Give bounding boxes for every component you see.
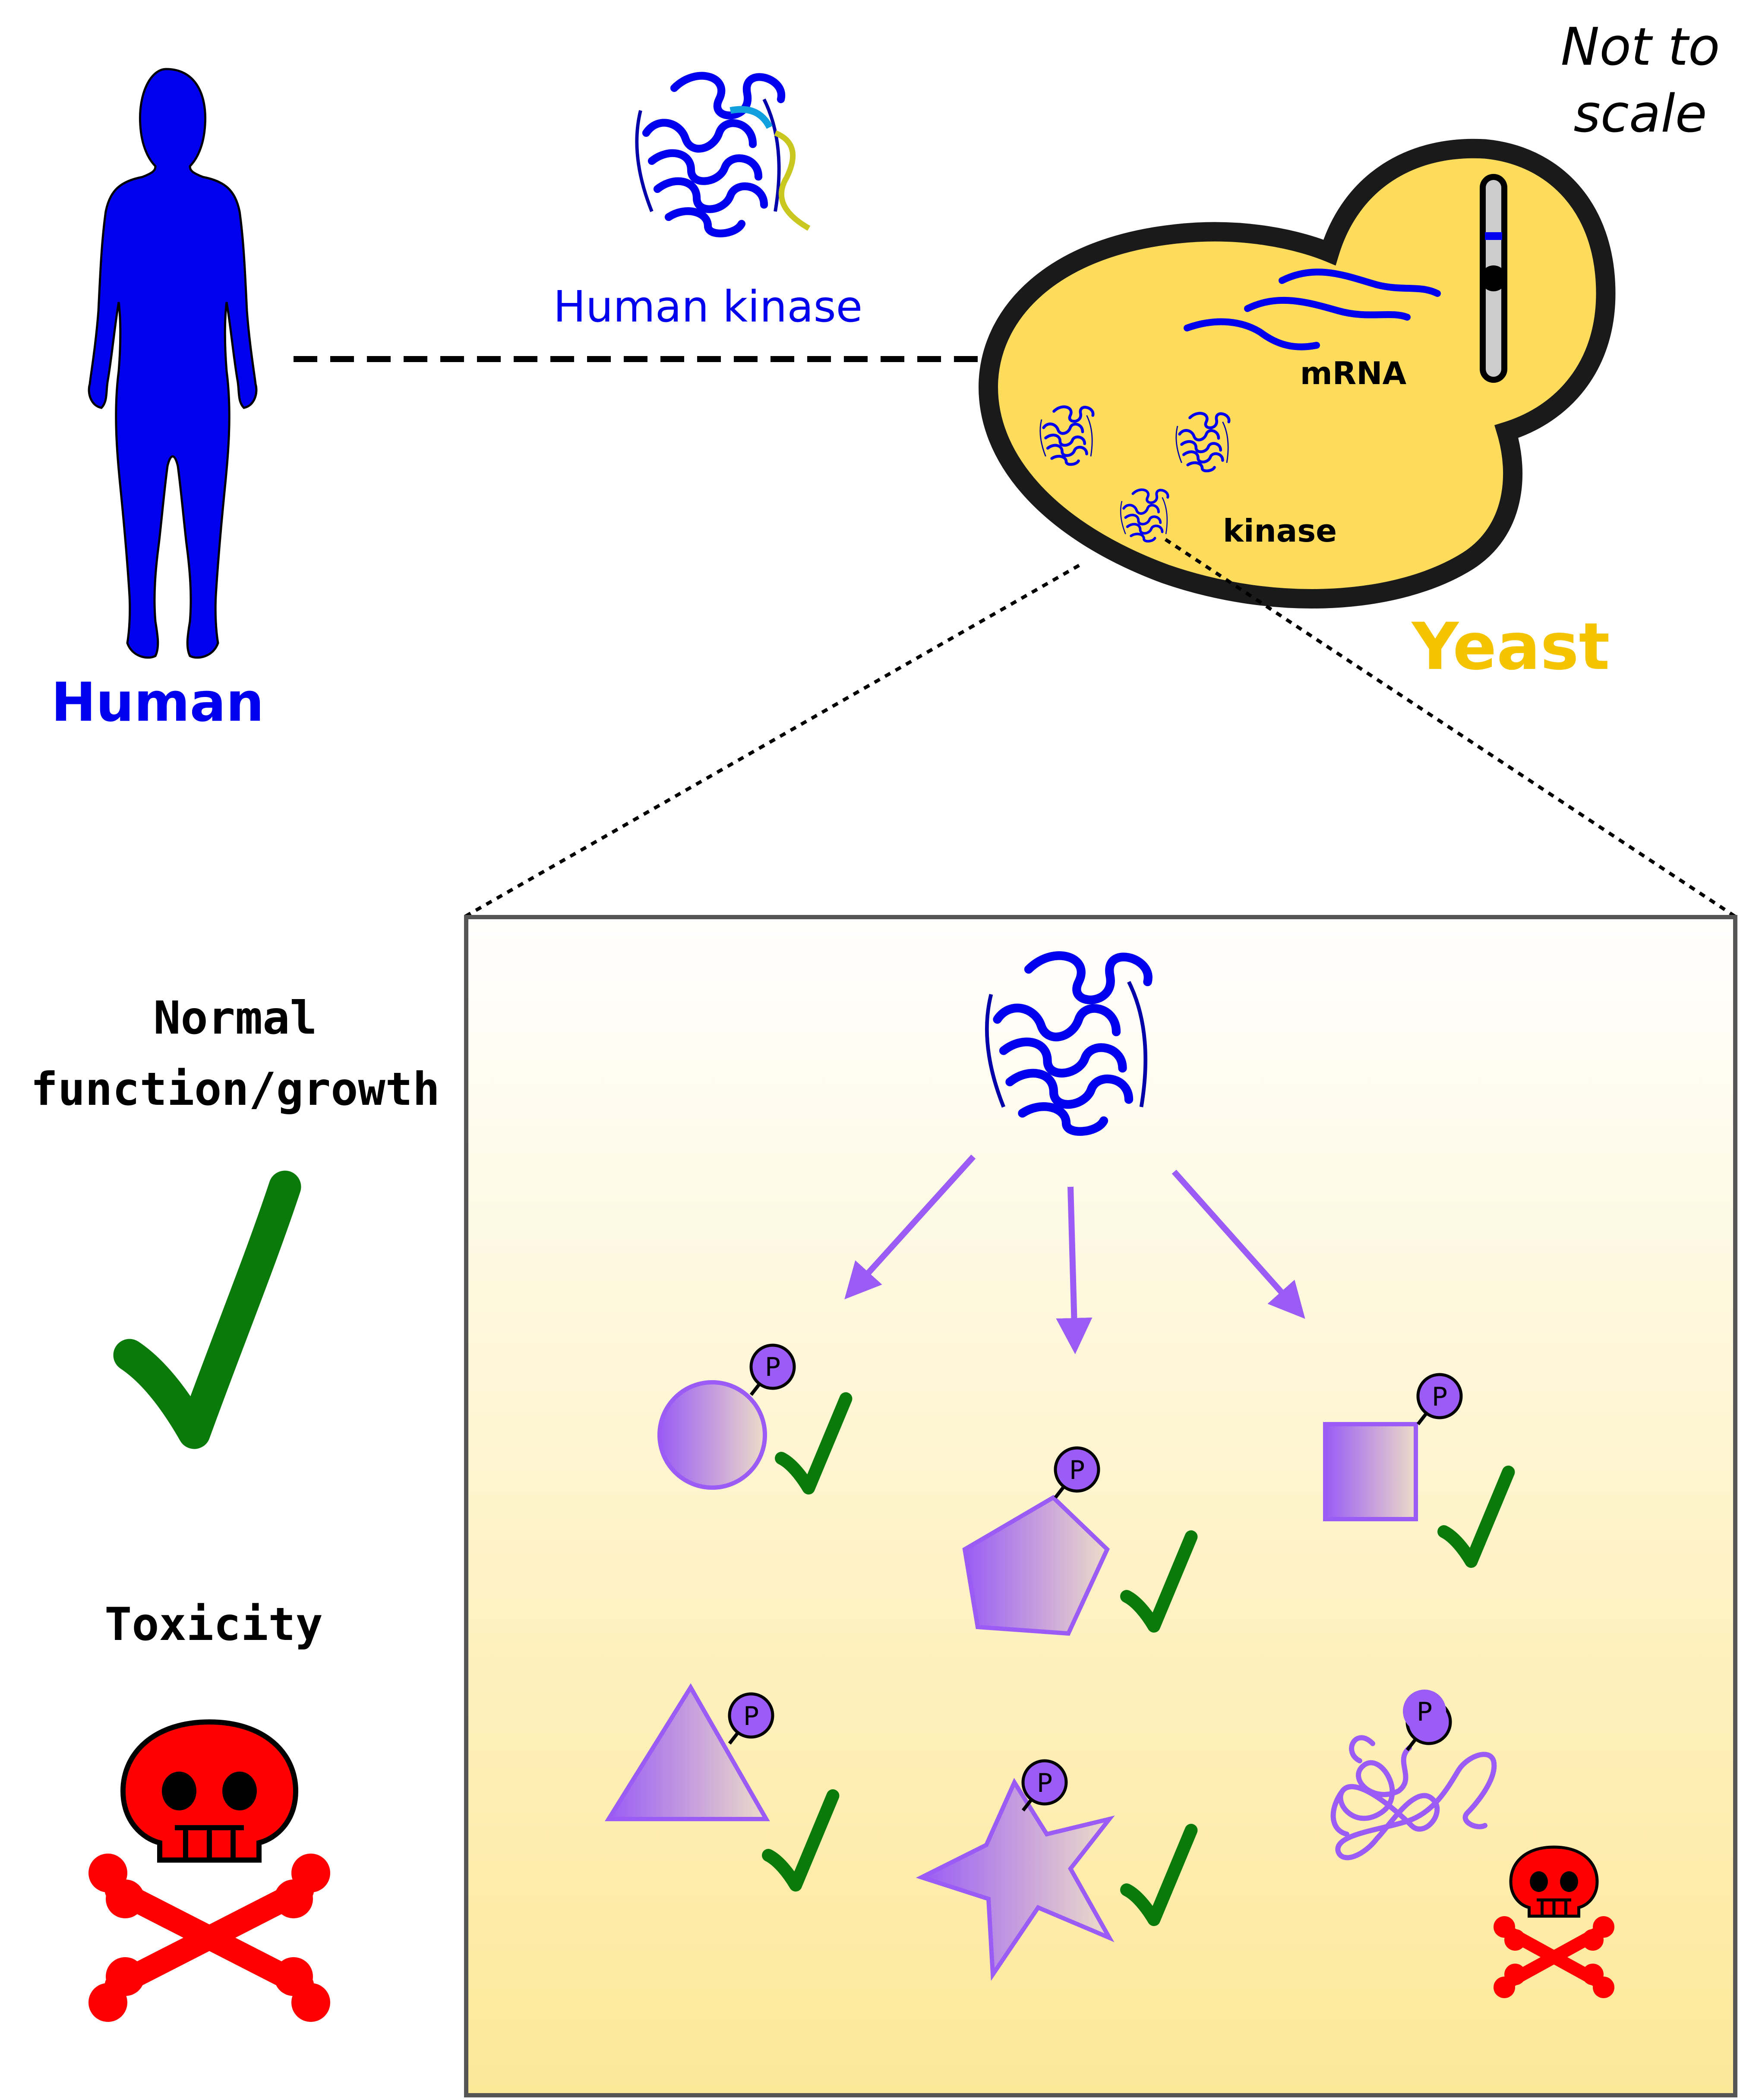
- mrna-label: mRNA: [1300, 355, 1407, 391]
- zoom-line-right: [1164, 538, 1737, 919]
- human-silhouette-icon: [88, 68, 258, 659]
- check-mark-icon: [113, 1170, 301, 1449]
- not-to-scale-line2: scale: [1573, 84, 1707, 144]
- zoom-line-left: [463, 564, 1080, 919]
- human-kinase-structure-icon: [637, 76, 811, 233]
- phospho-label: P: [1069, 1455, 1085, 1485]
- square-substrate: P: [1323, 1375, 1509, 1561]
- human-kinase-label: Human kinase: [553, 281, 862, 332]
- yeast-cell: [979, 139, 1616, 609]
- normal-label-line1: Normal: [153, 992, 317, 1044]
- phospho-label: P: [1417, 1697, 1432, 1727]
- normal-label-line2: function/growth: [31, 1063, 440, 1116]
- phospho-label: P: [1432, 1382, 1447, 1412]
- unfolded-substrate: P: [1330, 1690, 1497, 1860]
- kinase-label: kinase: [1223, 513, 1337, 549]
- phospho-label: P: [1037, 1768, 1052, 1798]
- toxicity-label: Toxicity: [104, 1598, 323, 1651]
- substrate-arrows: [844, 1154, 1305, 1354]
- circle-substrate: P: [657, 1345, 846, 1488]
- triangle-substrate: P: [604, 1683, 833, 1885]
- mrna-icon: [1184, 268, 1441, 350]
- yeast-label: Yeast: [1411, 609, 1610, 684]
- star-substrate: P: [916, 1761, 1191, 1981]
- phospho-label: P: [743, 1701, 759, 1731]
- chromosome-icon: [1480, 174, 1507, 383]
- human-label: Human: [51, 672, 264, 734]
- skull-and-crossbones-icon: [88, 1719, 330, 2022]
- phospho-label: P: [765, 1352, 780, 1382]
- pentagon-substrate: P: [962, 1448, 1191, 1636]
- skull-and-crossbones-icon: [1494, 1845, 1614, 1998]
- not-to-scale-line1: Not to: [1561, 17, 1720, 77]
